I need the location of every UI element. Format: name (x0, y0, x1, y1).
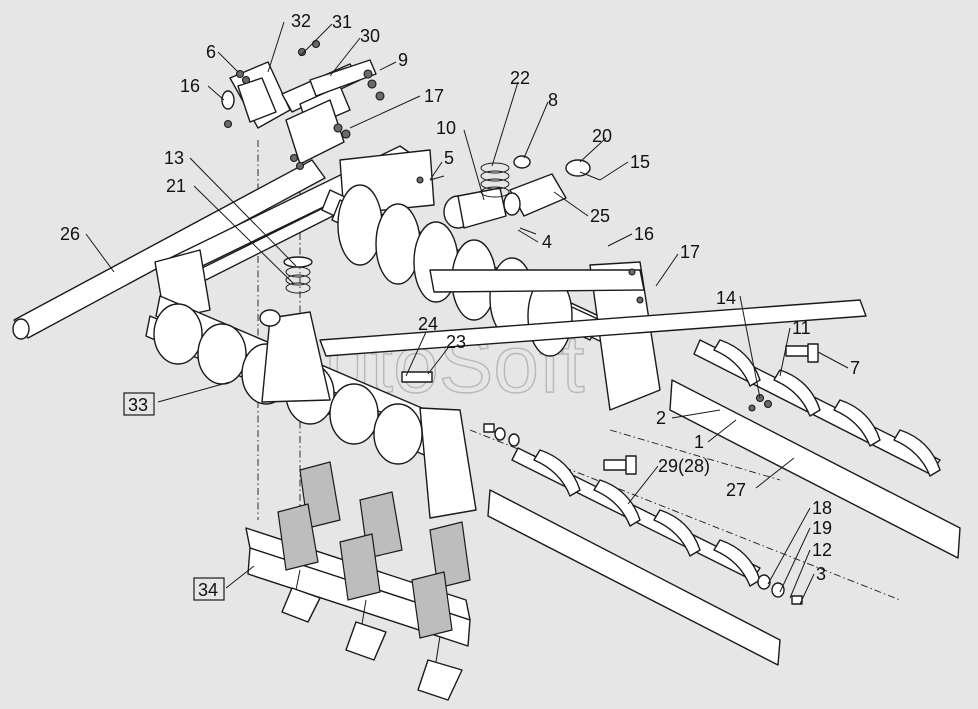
leader-lines (85, 21, 849, 605)
levelling-board-part-29 (483, 423, 803, 666)
callout-5: 5 (444, 148, 454, 168)
center-drawbar (319, 299, 867, 357)
tine-frame-part-34 (245, 461, 471, 701)
callout-17-top: 17 (424, 86, 444, 106)
callout-23: 23 (446, 332, 466, 352)
spring-part-22 (480, 162, 510, 198)
callout-22: 22 (510, 68, 530, 88)
callout-17-right: 17 (680, 242, 700, 262)
callout-labels: 32 31 30 6 9 16 17 22 8 10 20 15 13 5 21… (60, 11, 860, 600)
callout-4: 4 (542, 232, 552, 252)
callout-14: 14 (716, 288, 736, 308)
spring-bushing-parts (429, 155, 601, 235)
callout-box-34 (193, 577, 225, 601)
callout-15: 15 (630, 152, 650, 172)
adjuster-bracket-assembly (221, 39, 385, 171)
callout-29-28: 29(28) (658, 456, 710, 476)
front-roller-frame-part-33 (145, 249, 477, 519)
callout-12: 12 (812, 540, 832, 560)
callout-21: 21 (166, 176, 186, 196)
callout-6: 6 (206, 42, 216, 62)
callout-33: 33 (128, 395, 148, 415)
callout-18: 18 (812, 498, 832, 518)
callout-8: 8 (548, 90, 558, 110)
callout-11: 11 (792, 318, 811, 338)
callout-27: 27 (726, 480, 746, 500)
callout-26: 26 (60, 224, 80, 244)
callout-9: 9 (398, 50, 408, 70)
callout-13: 13 (164, 148, 184, 168)
callout-1: 1 (694, 432, 704, 452)
callout-16-right: 16 (634, 224, 654, 244)
callout-34: 34 (198, 580, 218, 600)
callout-2: 2 (656, 408, 666, 428)
callout-25: 25 (590, 206, 610, 226)
callout-10: 10 (436, 118, 456, 138)
callout-19: 19 (812, 518, 832, 538)
callout-box-33 (123, 392, 155, 416)
rear-roller-frame (169, 145, 661, 411)
callout-3: 3 (816, 564, 826, 584)
long-tube-part-26 (12, 159, 326, 340)
callout-24: 24 (418, 314, 438, 334)
callout-30: 30 (360, 26, 380, 46)
callout-16-top: 16 (180, 76, 200, 96)
callout-31: 31 (332, 12, 352, 32)
callout-20: 20 (592, 126, 612, 146)
callout-7: 7 (850, 358, 860, 378)
callout-32: 32 (291, 11, 311, 31)
